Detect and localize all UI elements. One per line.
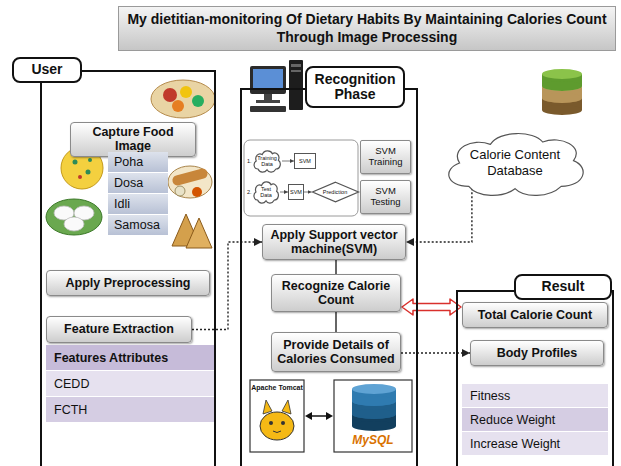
node-label: Total Calorie Count — [478, 308, 592, 322]
user-panel: UserCapture Food ImagePohaDosaIdliSamosa… — [40, 70, 216, 466]
node-label: CEDD — [54, 377, 89, 391]
diagram-title: My dietitian-monitoring Of Dietary Habit… — [118, 6, 616, 51]
node-label: Samosa — [114, 218, 160, 232]
data-cloud: Test Data — [252, 180, 280, 204]
food-item-row: Samosa — [108, 215, 168, 236]
prediction-diamond: Prediction — [312, 182, 359, 202]
food-item-row: Poha — [108, 152, 168, 173]
svm-stage-box: SVM Training — [360, 140, 411, 174]
process-box: Feature Extraction — [46, 316, 192, 343]
process-box: Recognize Calorie Count — [271, 274, 401, 312]
table-cell: FCTH — [46, 397, 214, 423]
node-label: Poha — [114, 155, 143, 169]
svm-box: SVM — [288, 184, 304, 200]
node-label: Calorie Content Database — [462, 147, 568, 178]
panel-heading: Result — [514, 274, 612, 300]
process-box: Provide Details of Calories Consumed — [271, 332, 401, 372]
food-item-row: Idli — [108, 194, 168, 215]
node-label: Apply Preprocessing — [65, 276, 190, 290]
node-label: Increase Weight — [470, 437, 560, 451]
recognition-panel: Recognition PhaseTraining DataSVMTest Da… — [240, 88, 418, 466]
svm-box: SVM — [294, 153, 316, 169]
node-label: SVM Training — [363, 146, 408, 168]
node-label: Fitness — [470, 389, 510, 403]
node-label: Prediction — [323, 189, 347, 195]
connector — [282, 161, 294, 162]
process-box: Apply Support vector machine(SVM) — [262, 224, 406, 260]
computer-icon — [250, 60, 303, 112]
result-panel: ResultTotal Calorie CountBody ProfilesFi… — [456, 290, 614, 466]
node-label: FCTH — [54, 403, 87, 417]
server-link-arrow — [305, 412, 333, 420]
node-label: SVM Testing — [363, 186, 408, 208]
profile-row: Fitness — [462, 384, 608, 408]
node-label: Test Data — [256, 186, 276, 198]
svm-inset-frame — [244, 140, 358, 216]
food-item-row: Dosa — [108, 173, 168, 194]
node-label: Apply Support vector machine(SVM) — [267, 228, 401, 257]
profile-row: Increase Weight — [462, 432, 608, 456]
node-label: Idli — [114, 197, 130, 211]
node-label: SVM — [290, 189, 302, 195]
node-label: Capture Food Image — [75, 125, 191, 154]
node-label: Training Data — [256, 155, 278, 167]
connector — [304, 192, 312, 193]
data-cloud: Training Data — [252, 149, 282, 173]
panel-heading: Recognition Phase — [305, 66, 405, 108]
mysql-icon — [334, 380, 412, 452]
result-box: Body Profiles — [470, 340, 604, 366]
node-label: Recognize Calorie Count — [276, 279, 396, 308]
node-label: Body Profiles — [497, 346, 578, 360]
node-label: Dosa — [114, 176, 143, 190]
node-label: Features Attributes — [54, 351, 168, 365]
table-cell: CEDD — [46, 371, 214, 397]
step-number: 1. — [247, 158, 252, 164]
connector — [335, 260, 337, 274]
food-illustration — [46, 80, 215, 248]
profile-row: Reduce Weight — [462, 408, 608, 432]
tomcat-icon — [250, 380, 304, 452]
node-label: Provide Details of Calories Consumed — [276, 338, 396, 367]
connector — [335, 312, 337, 332]
dotted-connector — [401, 352, 470, 353]
panel-heading: User — [12, 57, 82, 83]
node-label: SVM — [299, 158, 311, 164]
table-header: Features Attributes — [46, 345, 214, 371]
node-label: Feature Extraction — [64, 322, 174, 336]
node-label: Reduce Weight — [470, 413, 555, 427]
connector — [280, 192, 288, 193]
process-box: Apply Preprocessing — [46, 270, 210, 296]
result-box: Total Calorie Count — [462, 302, 608, 328]
step-number: 2. — [247, 189, 252, 195]
database-name: MySQL — [336, 434, 410, 447]
database-icon — [542, 69, 582, 115]
svm-stage-box: SVM Testing — [360, 180, 411, 214]
dotted-connector — [406, 188, 472, 242]
database-cloud: Calorie Content Database — [438, 128, 592, 198]
double-arrow — [402, 299, 461, 315]
server-name: Apache Tomcat — [251, 384, 303, 392]
